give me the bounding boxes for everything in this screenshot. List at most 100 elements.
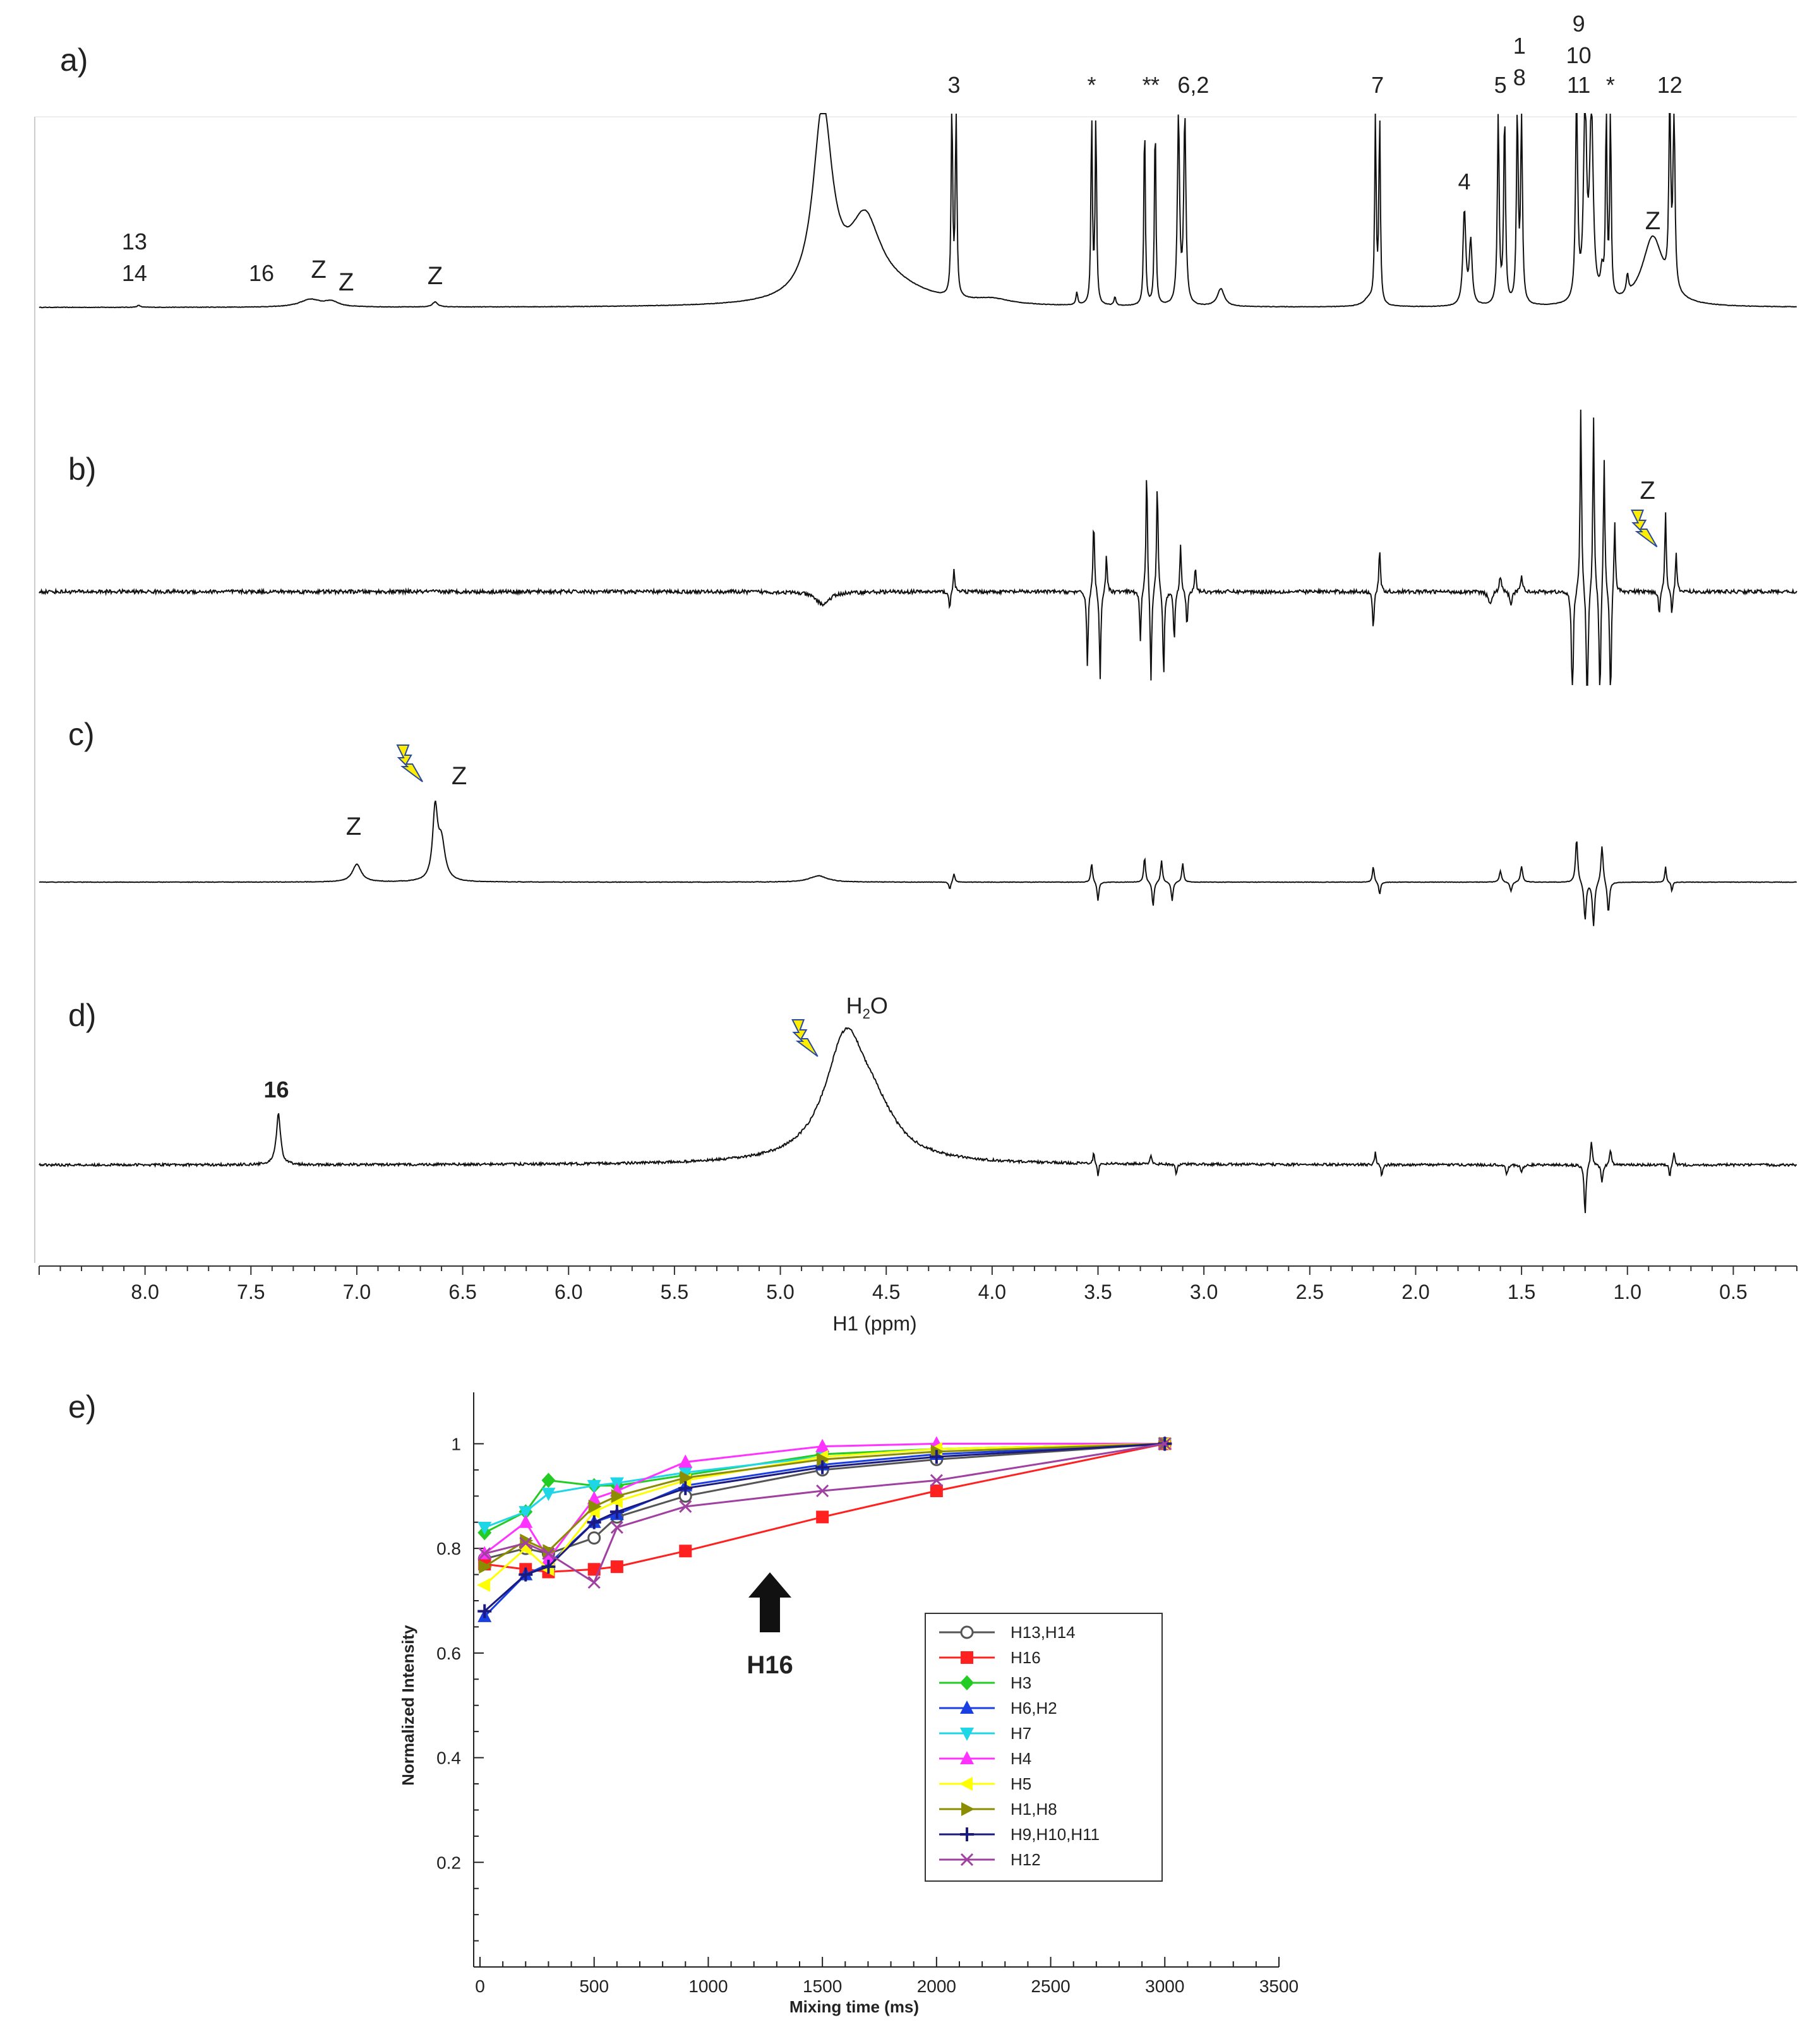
spectrum-c (39, 800, 1797, 926)
panel-d-label-16: 16 (264, 1077, 289, 1103)
legend-item: H6,H2 (939, 1699, 1057, 1718)
panel-a-label-20: 12 (1657, 72, 1683, 98)
data-point (541, 1551, 556, 1565)
panel-a-label-0: 13 (122, 229, 147, 254)
ppm-tick-label: 4.0 (978, 1281, 1006, 1303)
data-point (477, 1604, 492, 1618)
data-point (929, 1450, 944, 1464)
data-point (816, 1484, 829, 1498)
data-point (519, 1536, 532, 1550)
legend-label: H9,H10,H11 (1011, 1825, 1100, 1844)
data-point (479, 1560, 493, 1574)
data-point (680, 1471, 693, 1485)
legend-label: H5 (1011, 1774, 1031, 1793)
lightning-icon-b (1630, 510, 1658, 547)
e-x-tick-label: 1000 (688, 1976, 728, 1996)
panel-a-label-18: 11 (1567, 72, 1590, 98)
panel-a-label-10: 6,2 (1177, 72, 1209, 98)
nmr-spectra (39, 113, 1797, 1214)
e-y-tick-label: 0.8 (436, 1539, 461, 1558)
data-point (519, 1506, 533, 1520)
data-point (543, 1544, 556, 1558)
data-point (477, 1522, 492, 1535)
panel-a-label-12: 4 (1458, 169, 1471, 194)
data-point (817, 1452, 831, 1467)
data-point (930, 1485, 943, 1497)
ppm-tick-label: 6.5 (448, 1281, 476, 1303)
data-point (587, 1531, 601, 1545)
e-x-tick-label: 0 (475, 1976, 485, 1996)
e-y-axis-title: Normalized Intensity (399, 1625, 417, 1786)
legend-label: H12 (1011, 1850, 1041, 1869)
spectrum-a (39, 113, 1797, 309)
ppm-tick-label: 1.0 (1614, 1281, 1641, 1303)
legend-item: H12 (939, 1850, 1041, 1869)
data-point (930, 1474, 943, 1487)
legend-item: H9,H10,H11 (939, 1825, 1100, 1844)
legend-label: H6,H2 (1011, 1699, 1057, 1718)
e-x-tick-label: 3500 (1259, 1976, 1299, 1996)
panel-a-label-7: * (1087, 72, 1096, 98)
panel-a-label-2: 16 (249, 260, 274, 286)
legend-item: H1,H8 (939, 1800, 1057, 1819)
data-point (678, 1467, 693, 1480)
ppm-axis-title: H1 (ppm) (832, 1312, 916, 1335)
panel-d-label-h2o: H2O (846, 993, 888, 1022)
ppm-tick-label: 2.5 (1296, 1281, 1324, 1303)
ppm-tick-label: 8.0 (131, 1281, 159, 1303)
data-point (588, 1499, 602, 1514)
legend-label: H16 (1011, 1648, 1041, 1667)
data-point (478, 1547, 491, 1560)
legend-item: H3 (939, 1673, 1031, 1692)
e-x-tick-label: 500 (579, 1976, 609, 1996)
ppm-tick-label: 4.5 (872, 1281, 900, 1303)
panel-a-label-16: 9 (1573, 11, 1585, 37)
e-x-tick-label: 2000 (917, 1976, 956, 1996)
lightning-icon-d (791, 1019, 819, 1057)
panel-a-label-13: 5 (1494, 72, 1507, 98)
panel-a-label-14: 1 (1513, 33, 1526, 59)
legend-label: H13,H14 (1011, 1623, 1076, 1642)
e-x-axis-title: Mixing time (ms) (789, 1997, 919, 2016)
e-y-tick-label: 1 (451, 1434, 461, 1454)
panel-a-label-21: Z (1645, 207, 1660, 235)
legend-item: H13,H14 (939, 1623, 1076, 1642)
panel-a-label-5: Z (428, 262, 443, 290)
data-point (541, 1488, 556, 1502)
panel-a-label-9: * (1151, 72, 1160, 98)
panel-a-letter: a) (60, 42, 88, 78)
data-point (679, 1545, 692, 1558)
data-point (541, 1560, 556, 1574)
ppm-tick-label: 3.5 (1084, 1281, 1112, 1303)
data-point (587, 1515, 601, 1529)
panel-a-label-11: 7 (1371, 72, 1384, 98)
data-point (815, 1438, 830, 1452)
panel-c-label-z2: Z (452, 762, 467, 790)
data-point (816, 1510, 829, 1524)
panel-a-label-3: Z (311, 256, 326, 284)
data-point (542, 1547, 555, 1560)
e-x-tick-label: 3000 (1145, 1976, 1184, 1996)
data-point (587, 1479, 601, 1493)
e-x-tick-label: 1500 (803, 1976, 842, 1996)
panel-a-label-6: 3 (947, 72, 960, 98)
panel-a-label-4: Z (339, 268, 354, 296)
data-point (587, 1575, 601, 1589)
series-h12 (478, 1437, 1172, 1589)
ppm-tick-label: 7.5 (237, 1281, 265, 1303)
legend-label: H4 (1011, 1749, 1031, 1768)
ppm-tick-label: 7.0 (343, 1281, 371, 1303)
data-point (610, 1521, 623, 1534)
ppm-tick-label: 1.5 (1508, 1281, 1535, 1303)
legend-label: H7 (1011, 1724, 1031, 1743)
legend-label: H1,H8 (1011, 1800, 1057, 1819)
legend-label: H3 (1011, 1673, 1031, 1692)
spectrum-d (39, 1027, 1797, 1214)
data-point (679, 1500, 692, 1513)
e-x-tick-label: 2500 (1031, 1976, 1070, 1996)
e-y-tick-label: 0.2 (436, 1853, 461, 1872)
series-h1-h8 (479, 1437, 1173, 1574)
